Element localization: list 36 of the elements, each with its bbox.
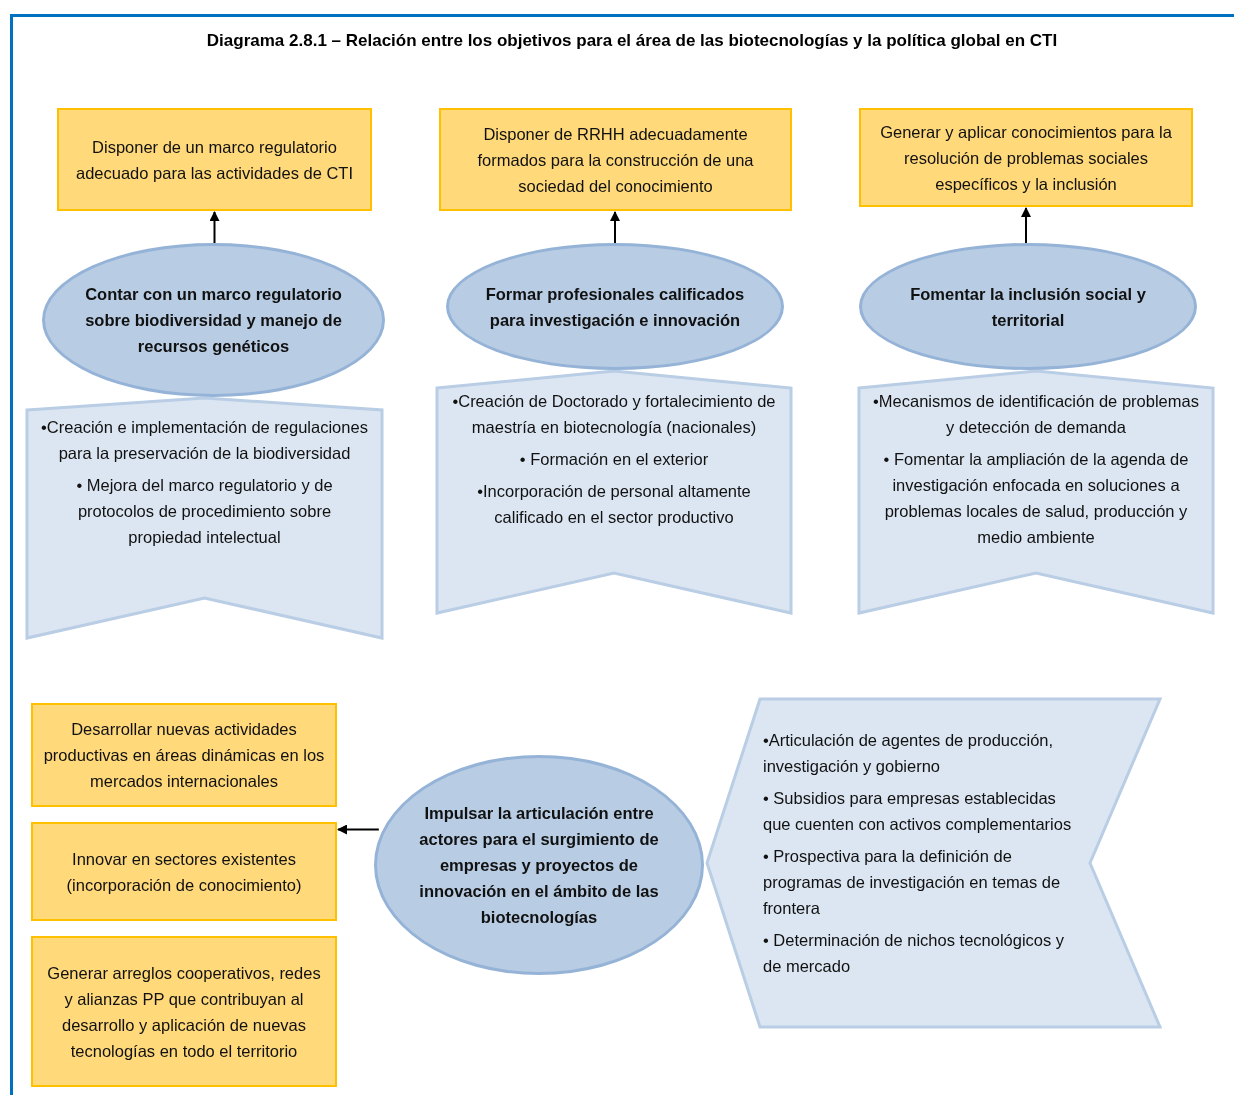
bullet-text: •Mecanismos de identificación de problemas y detección de demanda bbox=[872, 391, 1200, 438]
bullet-text: •Creación de Doctorado y fortalecimiento de maestría en biotecnología (nacionales) bbox=[451, 391, 777, 438]
node-text: Fomentar la inclusión social y territorial bbox=[909, 283, 1147, 331]
bullet-text: • Prospectiva para la definición de programas de investigación en temas de frontera bbox=[763, 846, 1062, 919]
arrow bbox=[610, 211, 620, 244]
bullet-text: • Fomentar la ampliación de la agenda de investigación enfocada en soluciones a problemas locales de salud, producción y medio ambiente bbox=[882, 449, 1190, 548]
bullet-text: • Determinación de nichos tecnológicos y de mercado bbox=[763, 930, 1066, 977]
bullet-text: •Articulación de agentes de producción, investigación y gobierno bbox=[763, 730, 1055, 777]
bullet-text: •Incorporación de personal altamente calificado en el sector productivo bbox=[476, 481, 752, 528]
action-chevron bbox=[707, 699, 1160, 1027]
objective-box bbox=[31, 822, 337, 921]
action-chevron bbox=[859, 371, 1213, 613]
objective-box bbox=[439, 108, 792, 211]
bullet-text: • Mejora del marco regulatorio y de protocolos de procedimiento sobre propiedad intelectual bbox=[75, 475, 334, 548]
bullet-text: •Creación e implementación de regulaciones para la preservación de la biodiversidad bbox=[41, 417, 368, 464]
objective-box bbox=[57, 108, 372, 211]
action-chevron bbox=[437, 371, 791, 613]
objective-box bbox=[859, 108, 1193, 207]
node-text: Disponer de RRHH adecuadamente formados para la construcción de una sociedad del conocimiento bbox=[476, 123, 755, 197]
arrow bbox=[1021, 207, 1031, 244]
bullet-text: • Formación en el exterior bbox=[518, 449, 710, 470]
arrow bbox=[337, 824, 380, 835]
node-text: Contar con un marco regulatorio sobre biodiversidad y manejo de recursos genéticos bbox=[84, 284, 343, 357]
node-text: Generar y aplicar conocimientos para la resolución de problemas sociales específicos y la inclusión bbox=[879, 121, 1173, 195]
action-chevron bbox=[27, 398, 382, 638]
node-text: Innovar en sectores existentes (incorporación de conocimiento) bbox=[65, 848, 303, 896]
node-text: Impulsar la articulación entre actores para el surgimiento de empresas y proyectos de innovación en el ámbito de las biotecnologías bbox=[418, 803, 660, 928]
node-text: Generar arreglos cooperativos, redes y alianzas PP que contribuyan al desarrollo y aplicación de nuevas tecnologías en todo el territorio bbox=[46, 962, 322, 1062]
arrow bbox=[209, 211, 220, 244]
objective-box bbox=[31, 936, 337, 1087]
bullet-text: • Subsidios para empresas establecidas que cuenten con activos complementarios bbox=[763, 788, 1073, 835]
objective-box bbox=[31, 703, 337, 807]
node-text: Desarrollar nuevas actividades productivas en áreas dinámicas en los mercados internacionales bbox=[42, 719, 326, 792]
node-text: Formar profesionales calificados para investigación e innovación bbox=[484, 283, 746, 331]
diagram-title: Diagrama 2.8.1 – Relación entre los objetivos para el área de las biotecnologías y la política global en CTI bbox=[205, 31, 1059, 51]
node-text: Disponer de un marco regulatorio adecuado para las actividades de CTI bbox=[75, 136, 354, 184]
